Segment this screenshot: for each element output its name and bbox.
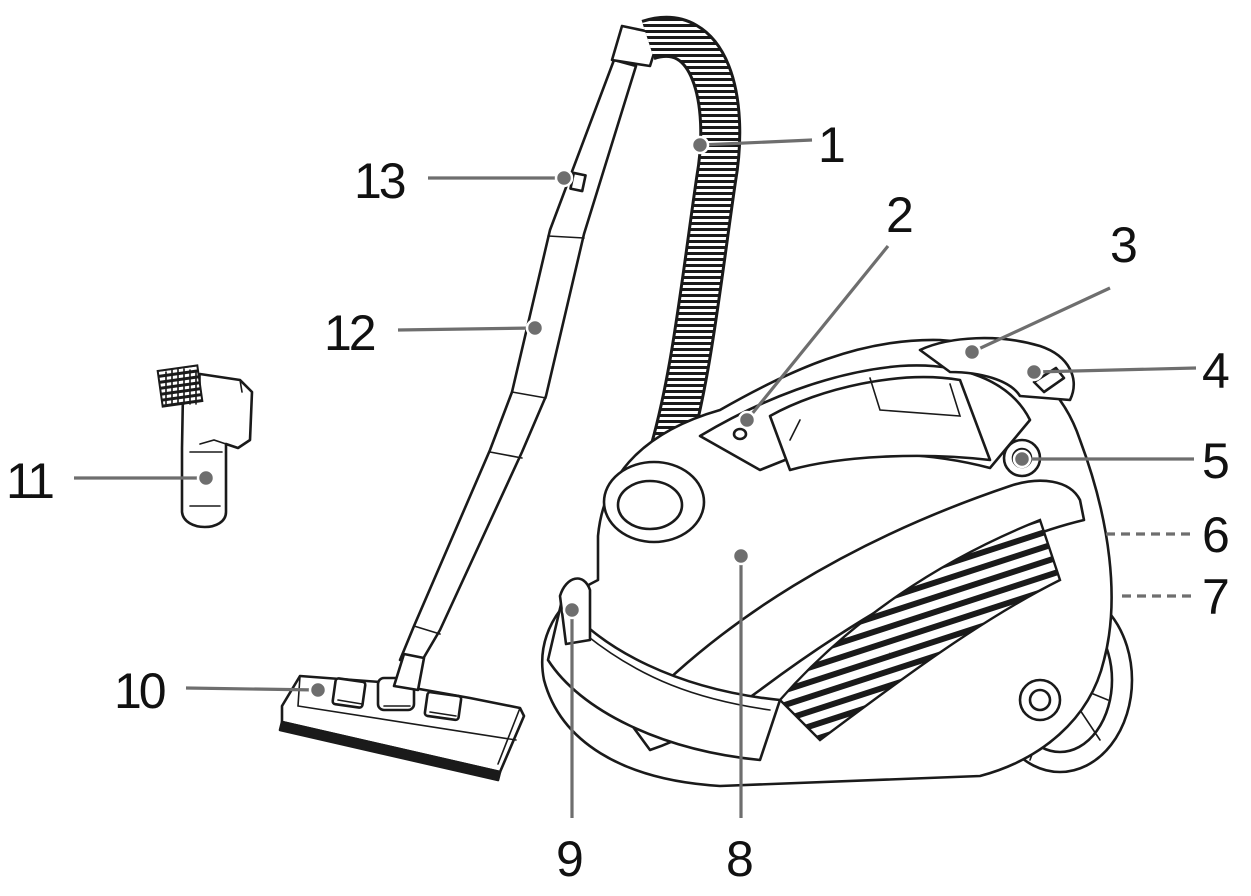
callout-label-12: 12 [324,305,375,361]
callout-label-13: 13 [354,153,405,209]
callout-label-4: 4 [1202,343,1229,399]
leader-lines [74,138,1197,818]
callout-dot-13 [554,168,574,188]
callout-dot-8 [731,546,751,566]
callout-labels: 1 2 3 4 5 6 7 8 9 10 11 12 13 [6,117,1232,887]
callout-label-9: 9 [556,831,582,887]
floor-nozzle [278,674,526,782]
callout-label-10: 10 [114,663,165,719]
callout-dot-11 [196,468,216,488]
callout-label-3: 3 [1110,217,1136,273]
callout-label-6: 6 [1202,507,1228,563]
brush-attachment [156,364,254,529]
telescopic-wand [392,24,662,692]
callout-dot-1 [690,135,710,155]
callout-label-7: 7 [1202,569,1228,625]
callout-dot-3 [962,342,982,362]
callout-label-5: 5 [1202,433,1228,489]
callout-dot-12 [525,318,545,338]
callout-label-1: 1 [818,117,844,173]
callout-dot-2 [737,410,757,430]
callout-dot-5 [1012,449,1032,469]
canister-body [541,336,1134,788]
brush-bristles [156,364,204,408]
callout-label-2: 2 [886,187,912,243]
leader-dots [196,135,1044,700]
callout-dot-4 [1024,362,1044,382]
callout-label-11: 11 [6,453,53,509]
callout-dot-10 [308,680,328,700]
callout-dot-9 [562,600,582,620]
callout-label-8: 8 [726,831,752,887]
